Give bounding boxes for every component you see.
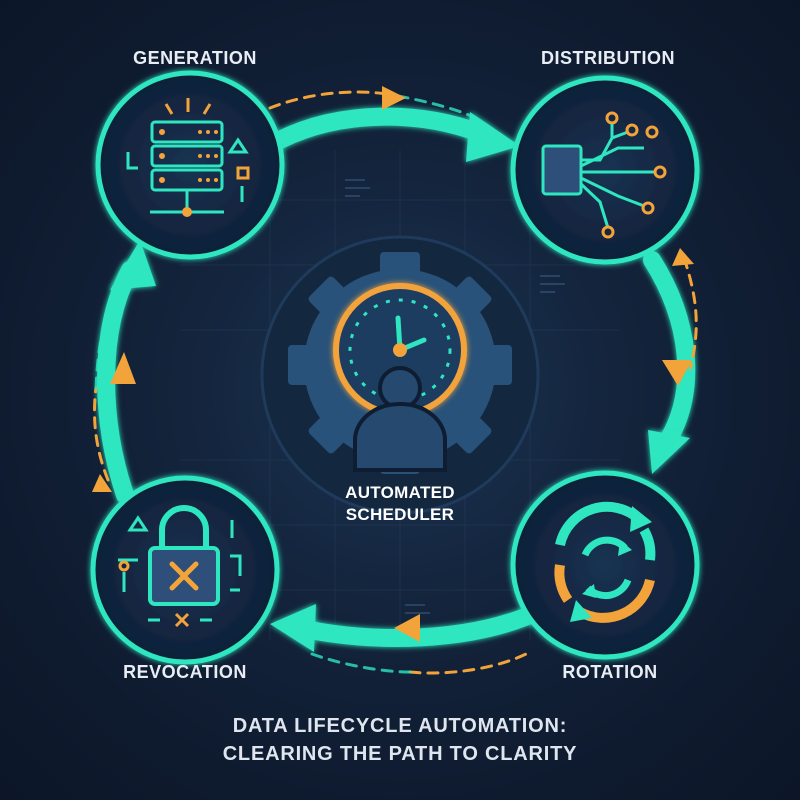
scheduler-label-line1: AUTOMATED [345,483,455,502]
server-stack-icon [126,98,250,217]
distribution-label: DISTRIBUTION [541,48,675,68]
arrow-revocation-to-generation [97,261,139,504]
node-revocation [90,475,280,665]
footer-title-line2: CLEARING THE PATH TO CLARITY [222,743,578,765]
scheduler-label: AUTOMATED SCHEDULER [300,482,500,526]
arrow-generation-to-distribution [271,107,491,149]
gear-clock-person-icon [288,252,512,474]
generation-label: GENERATION [133,48,257,68]
node-distribution [510,75,700,265]
return-dashes-teal [94,94,692,674]
arrowhead-up [110,240,156,290]
revocation-label: REVOCATION [123,662,247,682]
flow-arrowheads [110,112,690,652]
background-dashes [345,179,565,614]
arrow-rotation-to-revocation [291,606,539,647]
padlock-x-icon [118,505,242,628]
arrow-distribution-to-rotation [643,251,696,449]
node-generation [95,70,285,260]
scheduler-label-line2: SCHEDULER [345,505,455,524]
node-rotation [510,470,700,660]
footer-title: DATA LIFECYCLE AUTOMATION: CLEARING THE … [100,712,700,768]
scheduler-hub [260,235,540,515]
orange-arrowheads [92,86,694,642]
network-branch-icon [541,111,667,239]
arrowhead-left [270,604,316,652]
footer-title-line1: DATA LIFECYCLE AUTOMATION: [232,715,568,737]
arrowhead-right [466,112,520,162]
arrowhead-down [648,430,690,474]
rotation-label: ROTATION [562,662,658,682]
flow-arrows [97,107,696,647]
